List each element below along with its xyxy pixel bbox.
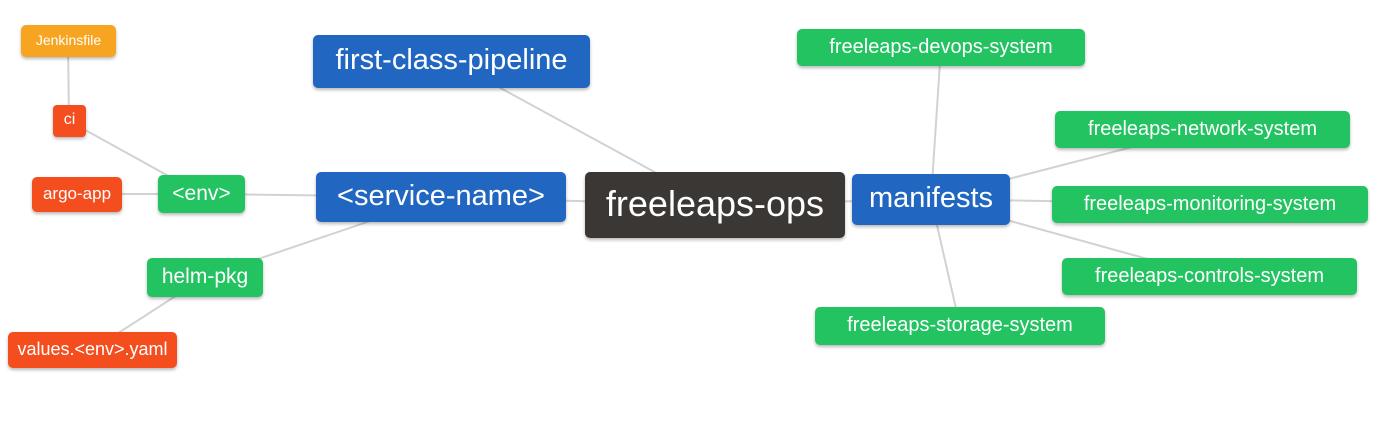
node-freeleaps-ops-root[interactable]: freeleaps-ops: [585, 172, 845, 238]
node-jenkinsfile[interactable]: Jenkinsfile: [21, 25, 116, 57]
node-manifests[interactable]: manifests: [852, 174, 1010, 225]
node-freeleaps-monitoring-system[interactable]: freeleaps-monitoring-system: [1052, 186, 1368, 223]
node-freeleaps-controls-system[interactable]: freeleaps-controls-system: [1062, 258, 1357, 295]
node-argo-app[interactable]: argo-app: [32, 177, 122, 212]
node-values-env-yaml[interactable]: values.<env>.yaml: [8, 332, 177, 368]
node-service-name[interactable]: <service-name>: [316, 172, 566, 222]
node-freeleaps-devops-system[interactable]: freeleaps-devops-system: [797, 29, 1085, 66]
node-env[interactable]: <env>: [158, 175, 245, 213]
node-first-class-pipeline[interactable]: first-class-pipeline: [313, 35, 590, 88]
edge-manifests-devops-system: [930, 46, 942, 200]
node-helm-pkg[interactable]: helm-pkg: [147, 258, 263, 297]
node-freeleaps-storage-system[interactable]: freeleaps-storage-system: [815, 307, 1105, 345]
node-ci[interactable]: ci: [53, 105, 86, 137]
node-freeleaps-network-system[interactable]: freeleaps-network-system: [1055, 111, 1350, 148]
